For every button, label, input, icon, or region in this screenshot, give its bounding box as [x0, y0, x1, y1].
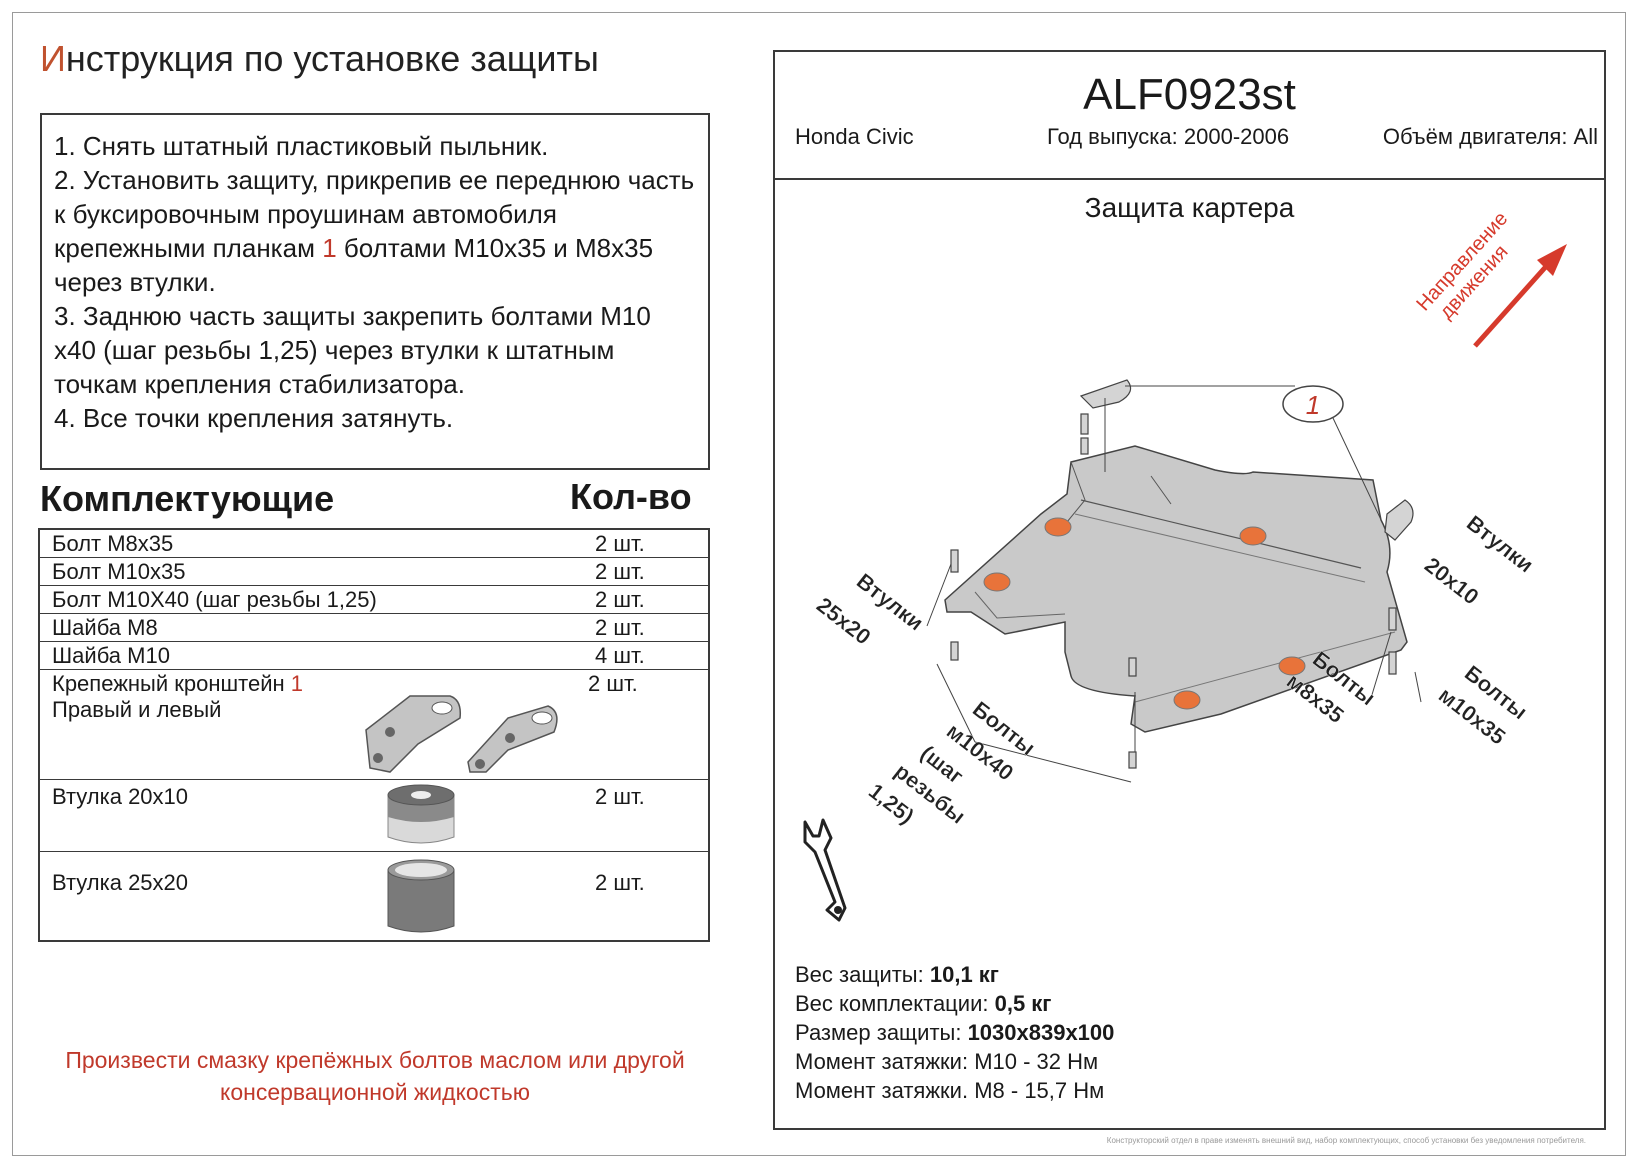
spec-value: 1030х839х100 [967, 1020, 1115, 1045]
spec-torque-m10: Момент затяжки: М10 - 32 Нм [795, 1047, 1114, 1076]
instruction-1: 1. Снять штатный пластиковый пыльник. [54, 131, 549, 161]
bracket-image [365, 695, 558, 773]
specs: Вес защиты: 10,1 кг Вес комплектации: 0,… [795, 960, 1114, 1105]
item-name: Шайба М10 [52, 643, 170, 668]
bushing [950, 641, 959, 661]
item-name: Шайба М8 [52, 615, 158, 640]
item-qty: 2 шт. [595, 784, 645, 809]
instruction-2-text: 2. Установить защиту, прикрепив ее перед… [54, 165, 695, 263]
item-qty: 2 шт. [595, 615, 645, 640]
kit-table: Болт М8х35 2 шт. Болт М10х35 2 шт. Болт … [38, 528, 710, 942]
table-row: Втулка 25х20 2 шт. [40, 852, 708, 940]
spec-value: М8 - 15,7 Нм [974, 1078, 1105, 1103]
title-text: нструкция по установке защиты [65, 38, 599, 79]
table-row: Шайба М10 4 шт. [40, 642, 708, 670]
subtitle: Защита картера [1084, 192, 1295, 223]
spec-label: Вес комплектации: [795, 991, 995, 1016]
note-line-2: консервационной жидкостью [220, 1079, 530, 1105]
car-model: Honda Civic [795, 124, 914, 149]
bolt [950, 549, 959, 573]
bracket-side [1384, 499, 1414, 541]
note-line-1: Произвести смазку крепёжных болтов масло… [65, 1047, 685, 1073]
table-row: Шайба М8 2 шт. [40, 614, 708, 642]
install-diagram: Направление движения [803, 208, 1567, 922]
lubrication-note: Произвести смазку крепёжных болтов масло… [40, 1044, 710, 1108]
label-bushings-right: Втулки [1462, 510, 1538, 577]
table-row: Болт М8х35 2 шт. [40, 530, 708, 558]
item-qty: 2 шт. [595, 531, 645, 556]
product-sheet: ALF0923st Honda Civic Год выпуска: 2000-… [773, 50, 1606, 1130]
spec-label: Момент затяжки: [795, 1049, 975, 1074]
header-divider [775, 178, 1604, 180]
bolt [1080, 413, 1089, 435]
instruction-2: 2. Установить защиту, прикрепив ее перед… [54, 163, 696, 299]
spec-label: Момент затяжки. [795, 1078, 975, 1103]
item-qty: 2 шт. [595, 559, 645, 584]
item-qty: 4 шт. [595, 643, 645, 668]
callout-number: 1 [1306, 390, 1320, 420]
item-qty: 2 шт. [595, 870, 645, 895]
bushing [1080, 437, 1089, 455]
table-row: Болт М10Х40 (шаг резьбы 1,25) 2 шт. [40, 586, 708, 614]
bushing-20x10-image [387, 784, 455, 844]
skid-plate [944, 445, 1408, 733]
spec-size: Размер защиты: 1030х839х100 [795, 1018, 1114, 1047]
production-years: Год выпуска: 2000-2006 [1047, 124, 1290, 149]
bolt [1388, 651, 1397, 675]
spec-value: М10 - 32 Нм [974, 1049, 1099, 1074]
spec-kit-weight: Вес комплектации: 0,5 кг [795, 989, 1114, 1018]
spec-value: 10,1 кг [929, 962, 999, 987]
direction-arrow: Направление движения [1412, 208, 1567, 348]
bolt [1128, 657, 1137, 677]
label-bushings-right-size: 20х10 [1420, 552, 1484, 609]
disclaimer: Конструкторский отдел в праве изменять в… [1106, 1136, 1586, 1145]
item-qty: 2 шт. [595, 587, 645, 612]
spec-value: 0,5 кг [994, 991, 1052, 1016]
item-name: Втулка 25х20 [52, 870, 189, 895]
product-code: ALF0923st [1083, 70, 1296, 119]
spec-torque-m8: Момент затяжки. М8 - 15,7 Нм [795, 1076, 1114, 1105]
kit-heading: Комплектующие [40, 478, 335, 519]
item-name: Втулка 20х10 [52, 784, 189, 809]
leader-lines [926, 385, 1422, 783]
title-initial: И [40, 38, 66, 79]
label-bushings-left-size: 25х20 [812, 592, 876, 649]
wrench-icon [803, 818, 847, 922]
spec-label: Размер защиты: [795, 1020, 968, 1045]
hardware [950, 379, 1414, 769]
table-row: Втулка 20х10 2 шт. [40, 780, 708, 852]
spec-label: Вес защиты: [795, 962, 930, 987]
instruction-2-text-end: болтами М10х35 и М8х35 через втулки. [54, 233, 654, 297]
engine-volume: Объём двигателя: All [1382, 124, 1598, 149]
bracket-front [1079, 379, 1132, 409]
bracket-subname: Правый и левый [52, 697, 222, 722]
qty-heading: Кол-во [570, 476, 692, 517]
instructions-box: 1. Снять штатный пластиковый пыльник. 2.… [40, 113, 710, 470]
item-name: Болт М10Х40 (шаг резьбы 1,25) [52, 587, 377, 612]
table-row: Болт М10х35 2 шт. [40, 558, 708, 586]
instruction-3: 3. Заднюю часть защиты закрепить болтами… [54, 301, 651, 399]
bushing-25x20-image [387, 859, 455, 933]
item-qty: 2 шт. [588, 671, 638, 696]
page-title: Инструкция по установке защиты [40, 38, 599, 80]
bushing [1388, 607, 1397, 631]
bracket-callout: 1 [290, 671, 304, 696]
spec-weight: Вес защиты: 10,1 кг [795, 960, 1114, 989]
callout-1: 1 [1282, 385, 1344, 423]
instruction-2-callout: 1 [322, 233, 337, 263]
bracket-name: Крепежный кронштейн [52, 671, 285, 696]
item-name: Болт М8х35 [52, 531, 174, 556]
item-name: Болт М10х35 [52, 559, 186, 584]
page-frame [12, 12, 1626, 1156]
bolt [1128, 751, 1137, 769]
instruction-4: 4. Все точки крепления затянуть. [54, 403, 454, 433]
